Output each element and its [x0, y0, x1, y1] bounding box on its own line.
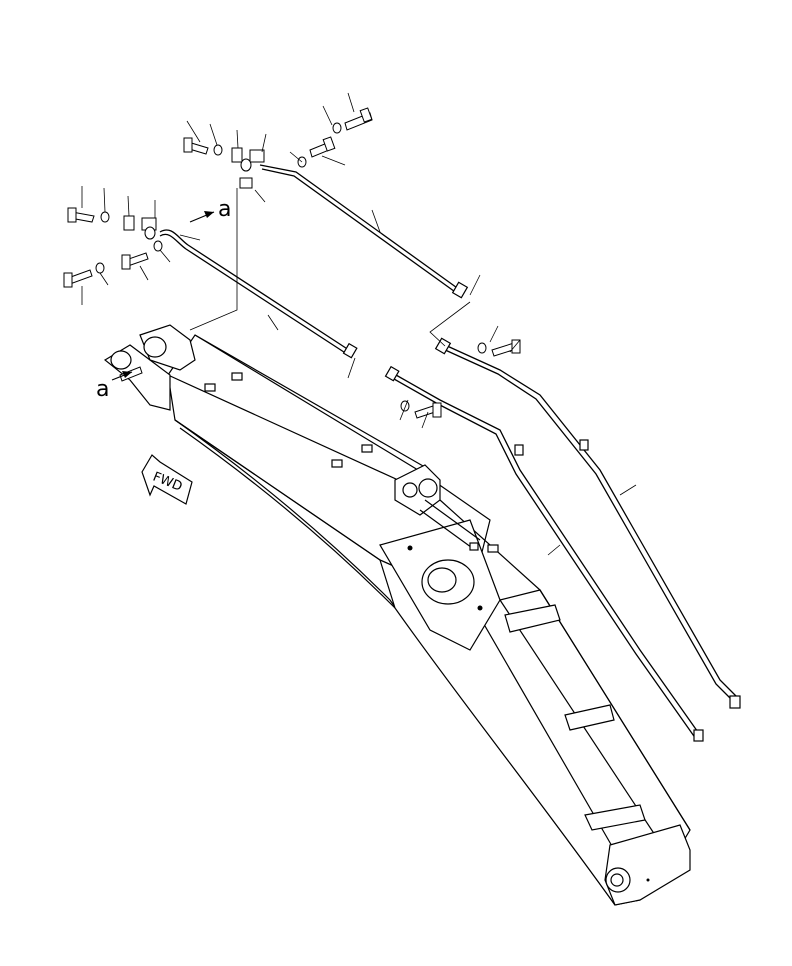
leader-lines	[81, 92, 637, 556]
callout-a-left: a	[96, 377, 109, 402]
fwd-arrow: FWD	[141, 454, 193, 505]
hydraulic-tubes	[159, 164, 741, 742]
callout-arrows	[111, 211, 215, 381]
callout-a-top: a	[218, 197, 231, 222]
hardware	[63, 107, 521, 419]
boom-assembly	[103, 324, 691, 906]
